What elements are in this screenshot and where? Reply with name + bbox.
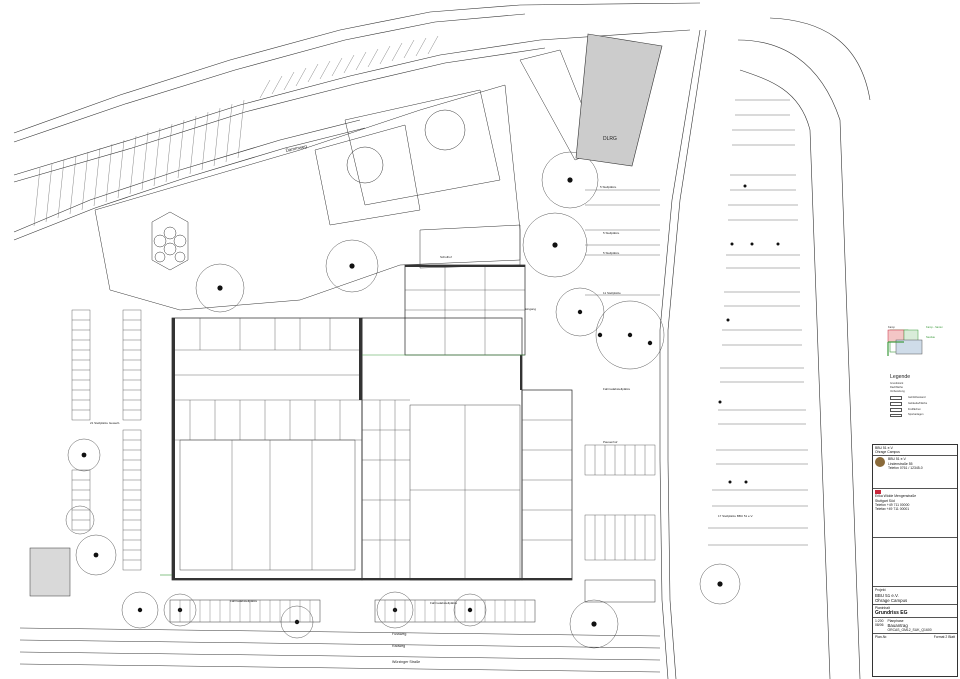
- tb-phase-label: Planphase: [887, 618, 904, 623]
- legend-item-1: Grundstück: [890, 382, 904, 385]
- title-block: BBU 51 e.V. Ohrage Campus BBU 51 e.V. Li…: [872, 444, 958, 677]
- label-pausenhof: Pausenhof: [603, 440, 618, 444]
- tb-client: BBU 51 e.V.: [875, 446, 894, 450]
- tb-architect-mark: [875, 490, 881, 495]
- tb-architect-name: Erika Widde Mengenstraße: [875, 494, 917, 499]
- keyplan-tag-2: Kamp - Sanier.: [926, 326, 944, 329]
- tb-firm-name: BBU 51 e.V.: [888, 457, 907, 462]
- south-area: [19, 579, 661, 673]
- legend-item-2: Dachfläche: [890, 386, 903, 389]
- east-parking-markers: [718, 184, 780, 484]
- north-road-band: [13, 2, 701, 241]
- tb-project-label: Projekt: [875, 588, 886, 593]
- tb-project-row: Projekt BBU 51 e.V. Ohrage Campus: [873, 587, 957, 605]
- tb-firm-row: BBU 51 e.V. Lindenstraße 55 Telefon 0761…: [873, 456, 957, 490]
- label-bike-2: Fahrradabstellplätze: [430, 601, 458, 605]
- tb-firm-phone: Telefon 0761 / 12345-0: [888, 465, 923, 470]
- label-bike-3: Fahrradabstellplätze: [603, 387, 631, 391]
- tb-firm-address: Lindenstraße 55: [888, 461, 913, 466]
- tb-client-sub: Ohrage Campus: [875, 450, 900, 455]
- tb-plan-no-label: Plan-Nr.: [875, 635, 888, 640]
- east-parking-rows: [708, 99, 808, 546]
- legend-panel: Kamp Kamp - Sanier. Neubau Legende Grund…: [886, 324, 954, 418]
- east-road: [659, 17, 871, 679]
- legend-swatch-4: [890, 414, 902, 417]
- label-schulhof: Schulhof: [440, 255, 452, 259]
- tb-scale: 1:200: [875, 618, 884, 623]
- embankment-hatching: [33, 35, 439, 227]
- structural-elements: [172, 265, 572, 580]
- keyplan: [887, 329, 923, 356]
- label-parking-4: 11 Stellplätze: [603, 291, 621, 295]
- legend-swatch-1: [890, 396, 902, 400]
- legend-swatch-3: [890, 408, 902, 412]
- legend-swatch-label-3: Freiflächen: [908, 408, 921, 411]
- tb-format-row: Plan-Nr. Format 2 Blatt: [873, 634, 957, 640]
- tb-plan-row: Planinhalt Grundriss EG: [873, 605, 957, 618]
- trees: [65, 151, 741, 649]
- keyplan-tag-1: Kamp: [888, 326, 895, 329]
- tb-architect-line-2: Telefon +49 711 00000: [875, 502, 910, 507]
- tb-phase-value: Bauantrag: [887, 623, 908, 629]
- west-grey-plot: [29, 547, 71, 597]
- legend-title: Legende: [890, 374, 911, 380]
- tb-format: Format 2 Blatt: [933, 635, 955, 640]
- tb-project-sub: Ohrage Campus: [875, 597, 908, 603]
- tb-spacer: [873, 538, 957, 588]
- tree-trunks: [81, 177, 723, 627]
- label-parking-3: 5 Stellplätze: [603, 251, 620, 255]
- legend-swatch-2: [890, 402, 902, 406]
- playground-hexagon: [151, 211, 189, 271]
- tb-architect-line-3: Telefax +49 711 00001: [875, 507, 910, 512]
- label-radweg: Radweg: [392, 644, 405, 648]
- tb-date: 08/06: [875, 623, 884, 628]
- label-entrance: Eingang: [525, 307, 536, 311]
- label-parking-6: 21 Stellplätze Gewerb.: [90, 421, 120, 425]
- label-dammweg: Dammweg: [285, 144, 308, 153]
- label-bike-1: Fahrradabstellplätze: [230, 599, 258, 603]
- tb-plan-no: ORCAS_GM12_SUK_Q1600: [887, 628, 932, 633]
- tb-meta-row: 1:200 08/06 Planphase Bauantrag ORCAS_GM…: [873, 618, 957, 635]
- tb-firm-logo: [875, 457, 885, 468]
- tb-project-value: BBU 51 e.V.: [875, 592, 899, 598]
- legend-swatch-label-2: Gebäude/Fläche: [908, 402, 928, 405]
- legend-item-3: Vorbereitung: [890, 390, 905, 393]
- main-building-rooms: [172, 265, 572, 580]
- tb-client-row: BBU 51 e.V. Ohrage Campus: [873, 445, 957, 457]
- tb-plan-label: Planinhalt: [875, 605, 890, 610]
- label-parking-1: 5 Stellplätze: [600, 185, 617, 189]
- center-east-parking: [584, 189, 660, 561]
- label-street: Würzinger Straße: [392, 660, 420, 664]
- tb-plan-value: Grundriss EG: [875, 609, 908, 616]
- label-parking-2: 5 Stellplätze: [603, 231, 620, 235]
- legend-swatch-label-1: Gehölzbestand: [908, 396, 926, 399]
- tb-architect-row: Erika Widde Mengenstraße Stuttgart Süd T…: [873, 489, 957, 539]
- label-fussweg: Fussweg: [392, 632, 406, 636]
- west-parking: [71, 309, 142, 571]
- label-parking-5: 17 Stellplätze BBU 51 e.V.: [718, 514, 753, 518]
- legend-swatch-label-4: Sportanlagen: [908, 413, 924, 416]
- label-dlrg: DLRG: [603, 136, 617, 142]
- tb-architect-line-1: Stuttgart Süd: [875, 498, 895, 503]
- south-bike-stalls: [179, 600, 526, 622]
- keyplan-tag-3: Neubau: [926, 336, 936, 339]
- dlrg-building: [575, 33, 663, 167]
